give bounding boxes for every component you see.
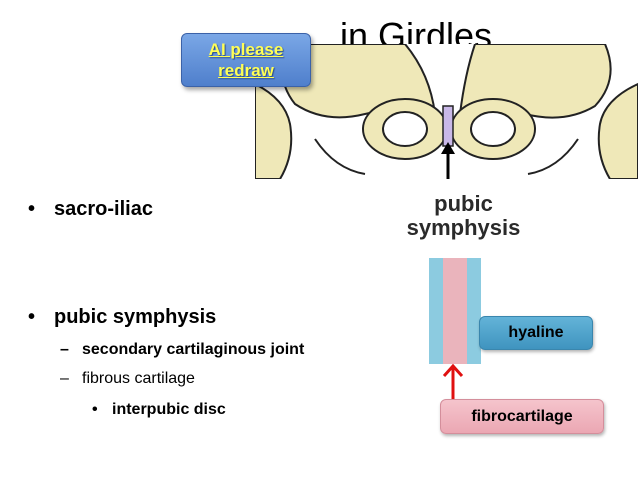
pubic-label-line1: pubic [434, 191, 493, 216]
redraw-line1: AI please [208, 40, 284, 59]
redraw-line2: redraw [218, 61, 274, 80]
dash-glyph: – [60, 341, 69, 358]
red-arrow-icon [442, 363, 464, 400]
pubic-symphysis-label: pubic symphysis [396, 192, 531, 240]
bullet-glyph: • [28, 306, 36, 328]
bullet-glyph: • [28, 198, 36, 220]
sub-sub-bullet-text: interpubic disc [112, 401, 226, 418]
hyaline-callout: hyaline [479, 316, 593, 350]
sub-bullet-text: secondary cartilaginous joint [82, 341, 305, 358]
sub-bullet-fibrous-cartilage: –fibrous cartilage [60, 370, 195, 388]
bullet-sacro-iliac: • sacro-iliac [28, 198, 153, 221]
pubic-label-line2: symphysis [406, 215, 521, 240]
sub-bullet-secondary-cartilaginous: –secondary cartilaginous joint [60, 341, 304, 359]
pelvis-illustration [255, 44, 638, 179]
bullet-text: pubic symphysis [54, 306, 217, 328]
dash-glyph: – [60, 370, 69, 387]
sub-bullet-text: fibrous cartilage [82, 370, 195, 387]
cartilage-layers-diagram [429, 258, 481, 364]
fibrocartilage-callout: fibrocartilage [440, 399, 604, 434]
bullet-pubic-symphysis: • pubic symphysis [28, 306, 216, 329]
sub-sub-bullet-interpubic-disc: • interpubic disc [92, 401, 226, 419]
ai-redraw-callout: AI please redraw [181, 33, 311, 87]
bullet-glyph: • [92, 401, 98, 418]
bullet-text: sacro-iliac [54, 198, 153, 220]
